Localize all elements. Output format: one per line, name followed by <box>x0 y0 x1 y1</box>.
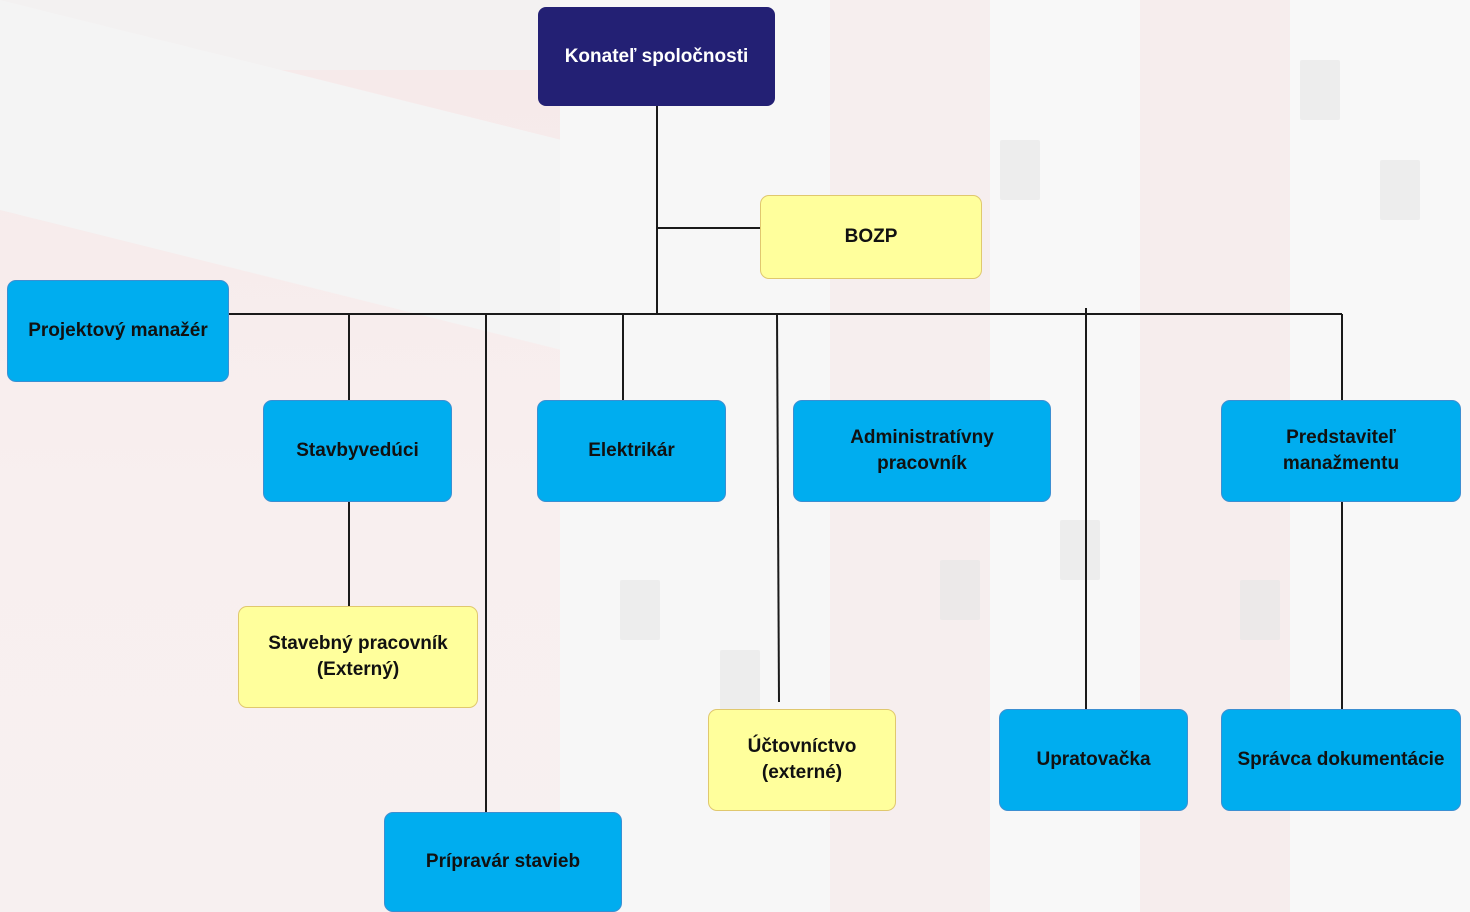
bg-window <box>1060 520 1100 580</box>
node-construction-preparer-label: Prípravár stavieb <box>425 851 581 872</box>
node-ceo[interactable]: Konateľ spoločnosti <box>538 7 775 106</box>
node-electrician-label: Elektrikár <box>588 440 675 461</box>
bg-window <box>1300 60 1340 120</box>
node-bozp[interactable]: BOZP <box>760 195 982 279</box>
node-site-manager[interactable]: Stavbyvedúci <box>263 400 452 502</box>
bg-window <box>620 580 660 640</box>
node-admin-worker-label: Administratívny pracovník <box>850 427 994 474</box>
connector-accounting <box>776 313 780 703</box>
bg-window <box>720 650 760 710</box>
bg-window <box>1240 580 1280 640</box>
node-site-manager-label: Stavbyvedúci <box>296 440 419 461</box>
node-ceo-label: Konateľ spoločnosti <box>564 45 749 67</box>
node-cleaner[interactable]: Upratovačka <box>999 709 1188 811</box>
node-accounting-label: Účtovníctvo (externé) <box>747 736 857 783</box>
node-project-manager[interactable]: Projektový manažér <box>7 280 229 382</box>
node-cleaner-label: Upratovačka <box>1036 749 1151 770</box>
node-bozp-label: BOZP <box>844 226 898 247</box>
node-construction-preparer[interactable]: Prípravár stavieb <box>384 812 622 912</box>
node-accounting[interactable]: Účtovníctvo (externé) <box>708 709 896 811</box>
node-project-manager-label: Projektový manažér <box>28 320 208 341</box>
bg-window <box>940 560 980 620</box>
bg-window <box>1000 140 1040 200</box>
node-admin-worker[interactable]: Administratívny pracovník <box>793 400 1051 502</box>
node-management-rep[interactable]: Predstaviteľ manažmentu <box>1221 400 1461 502</box>
node-electrician[interactable]: Elektrikár <box>537 400 726 502</box>
node-doc-manager-label: Správca dokumentácie <box>1237 749 1445 770</box>
bg-window <box>1380 160 1420 220</box>
node-construction-worker-label: Stavebný pracovník (Externý) <box>268 633 448 680</box>
node-management-rep-label: Predstaviteľ manažmentu <box>1282 427 1400 474</box>
node-doc-manager[interactable]: Správca dokumentácie <box>1221 709 1461 811</box>
node-construction-worker[interactable]: Stavebný pracovník (Externý) <box>238 606 478 708</box>
